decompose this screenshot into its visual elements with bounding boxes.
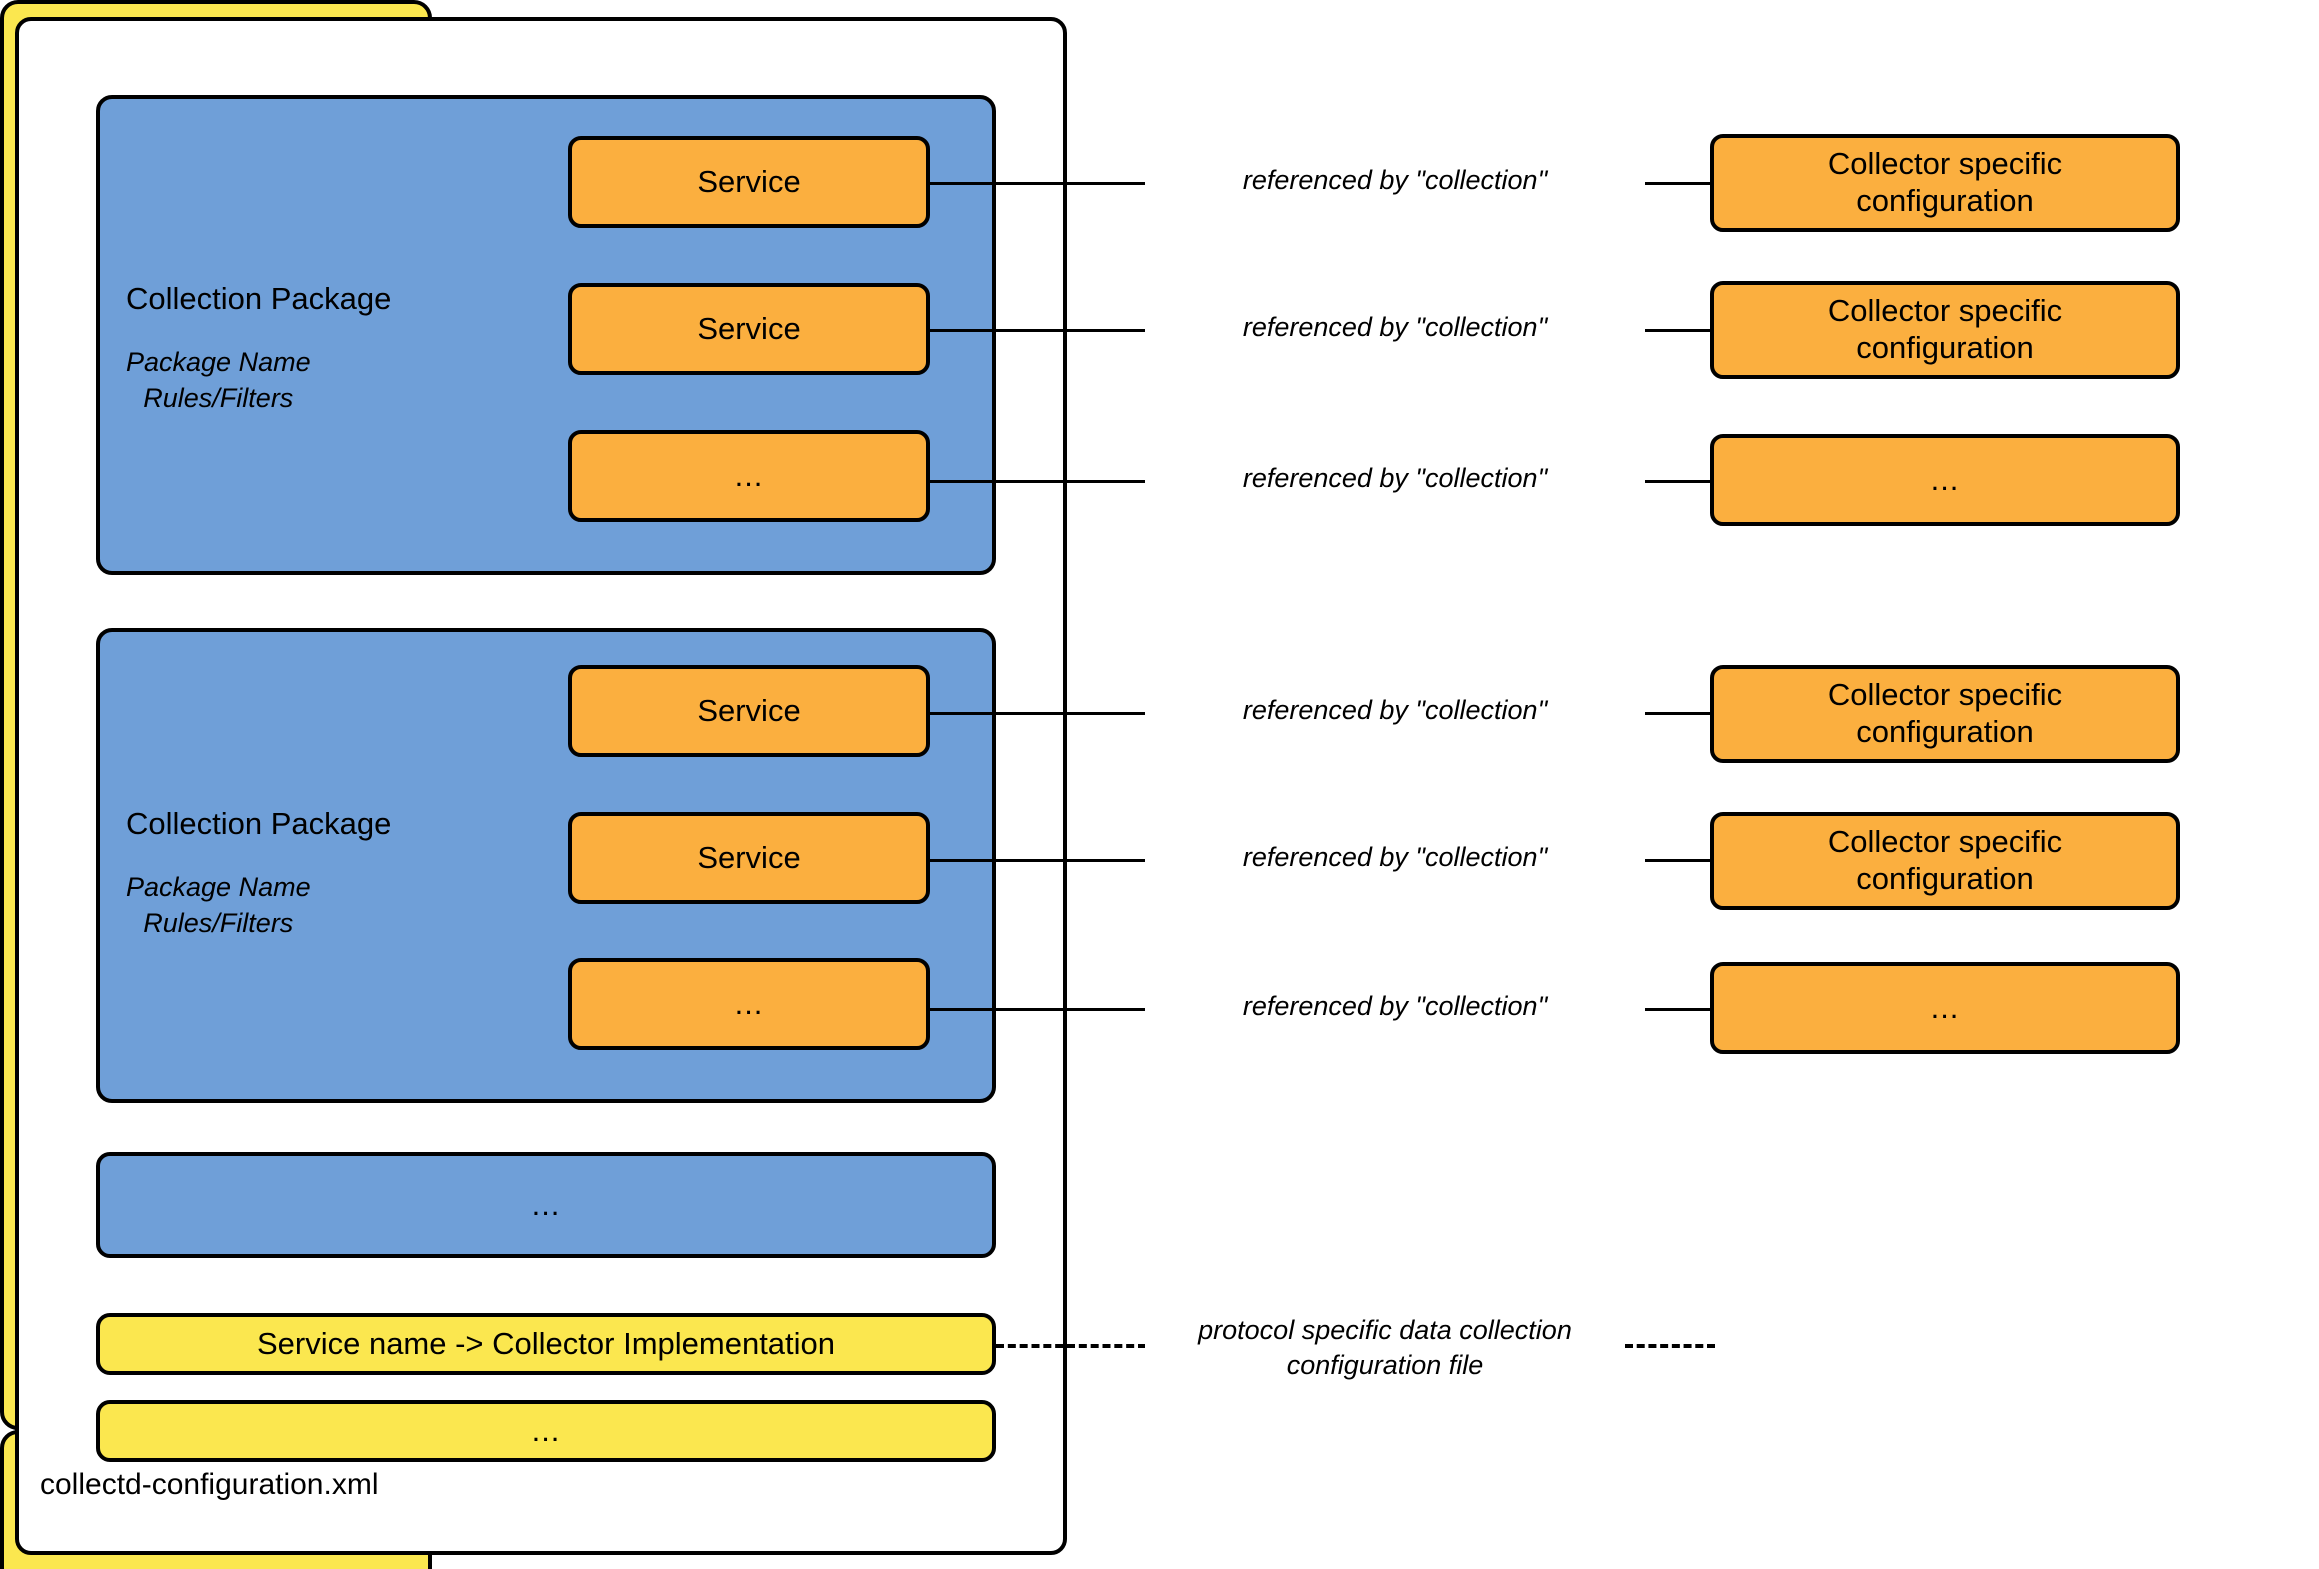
service-box[interactable]: Service xyxy=(568,812,930,904)
connector-line xyxy=(930,182,1160,185)
collector-config-entry-more[interactable]: ... xyxy=(1710,434,2180,526)
connector-label-referenced-by: referenced by "collection" xyxy=(1145,693,1645,729)
connector-line xyxy=(930,329,1160,332)
service-box-more[interactable]: ... xyxy=(568,958,930,1050)
protocol-connector-line xyxy=(1625,1344,1715,1348)
protocol-label-line1: protocol specific data collection xyxy=(1198,1315,1572,1345)
collector-config-entry-line2: configuration xyxy=(1856,861,2034,896)
connector-line xyxy=(1630,859,1712,862)
collection-package-1-title: Collection Package xyxy=(126,281,392,316)
collection-package-1-attribute-rules: Rules/Filters xyxy=(143,382,294,413)
service-box-more[interactable]: ... xyxy=(568,430,930,522)
connector-line xyxy=(930,712,1160,715)
collector-config-entry-more[interactable]: ... xyxy=(1710,962,2180,1054)
collector-config-entry-line1: Collector specific xyxy=(1827,146,2063,182)
collector-config-entry-line2: configuration xyxy=(1856,330,2034,365)
service-collector-mapping[interactable]: Service name -> Collector Implementation xyxy=(96,1313,996,1375)
collector-config-entry-line1: Collector specific xyxy=(1827,824,2063,860)
connector-line xyxy=(930,480,1160,483)
service-box[interactable]: Service xyxy=(568,136,930,228)
connector-line xyxy=(930,859,1160,862)
collector-config-entry-line1: ... xyxy=(1930,989,1960,1025)
connector-label-referenced-by: referenced by "collection" xyxy=(1145,163,1645,199)
connector-line xyxy=(1630,712,1712,715)
collector-config-entry-line1: ... xyxy=(1930,461,1960,497)
collector-config-entry-line2: configuration xyxy=(1856,714,2034,749)
service-box[interactable]: Service xyxy=(568,665,930,757)
service-collector-mapping-more[interactable]: ... xyxy=(96,1400,996,1462)
collector-config-entry-line2: configuration xyxy=(1856,183,2034,218)
collectd-configuration-file-label: collectd-configuration.xml xyxy=(40,1468,379,1501)
connector-label-referenced-by: referenced by "collection" xyxy=(1145,310,1645,346)
collection-package-2-attributes: Package Name Rules/Filters xyxy=(126,870,311,941)
service-box[interactable]: Service xyxy=(568,283,930,375)
protocol-connector-line xyxy=(996,1344,1146,1348)
connector-label-referenced-by: referenced by "collection" xyxy=(1145,840,1645,876)
collector-config-entry[interactable]: Collector specific configuration xyxy=(1710,812,2180,910)
connector-line xyxy=(1630,329,1712,332)
collection-package-2-attribute-rules: Rules/Filters xyxy=(143,907,294,938)
connector-label-protocol-file: protocol specific data collection config… xyxy=(1145,1313,1625,1384)
collection-package-2-attribute-name: Package Name xyxy=(126,872,311,902)
connector-label-referenced-by: referenced by "collection" xyxy=(1145,989,1645,1025)
collection-package-more[interactable]: ... xyxy=(96,1152,996,1258)
connector-line xyxy=(930,1008,1160,1011)
protocol-label-line2: configuration file xyxy=(1286,1350,1484,1381)
collection-package-1-attribute-name: Package Name xyxy=(126,347,311,377)
collection-package-2-title: Collection Package xyxy=(126,806,392,841)
connector-label-referenced-by: referenced by "collection" xyxy=(1145,461,1645,497)
collector-config-entry[interactable]: Collector specific configuration xyxy=(1710,281,2180,379)
connector-line xyxy=(1630,1008,1712,1011)
collector-config-entry[interactable]: Collector specific configuration xyxy=(1710,665,2180,763)
collection-package-1-attributes: Package Name Rules/Filters xyxy=(126,345,311,416)
connector-line xyxy=(1630,480,1712,483)
connector-line xyxy=(1630,182,1712,185)
collector-config-entry-line1: Collector specific xyxy=(1827,293,2063,329)
collector-config-entry-line1: Collector specific xyxy=(1827,677,2063,713)
collector-config-entry[interactable]: Collector specific configuration xyxy=(1710,134,2180,232)
